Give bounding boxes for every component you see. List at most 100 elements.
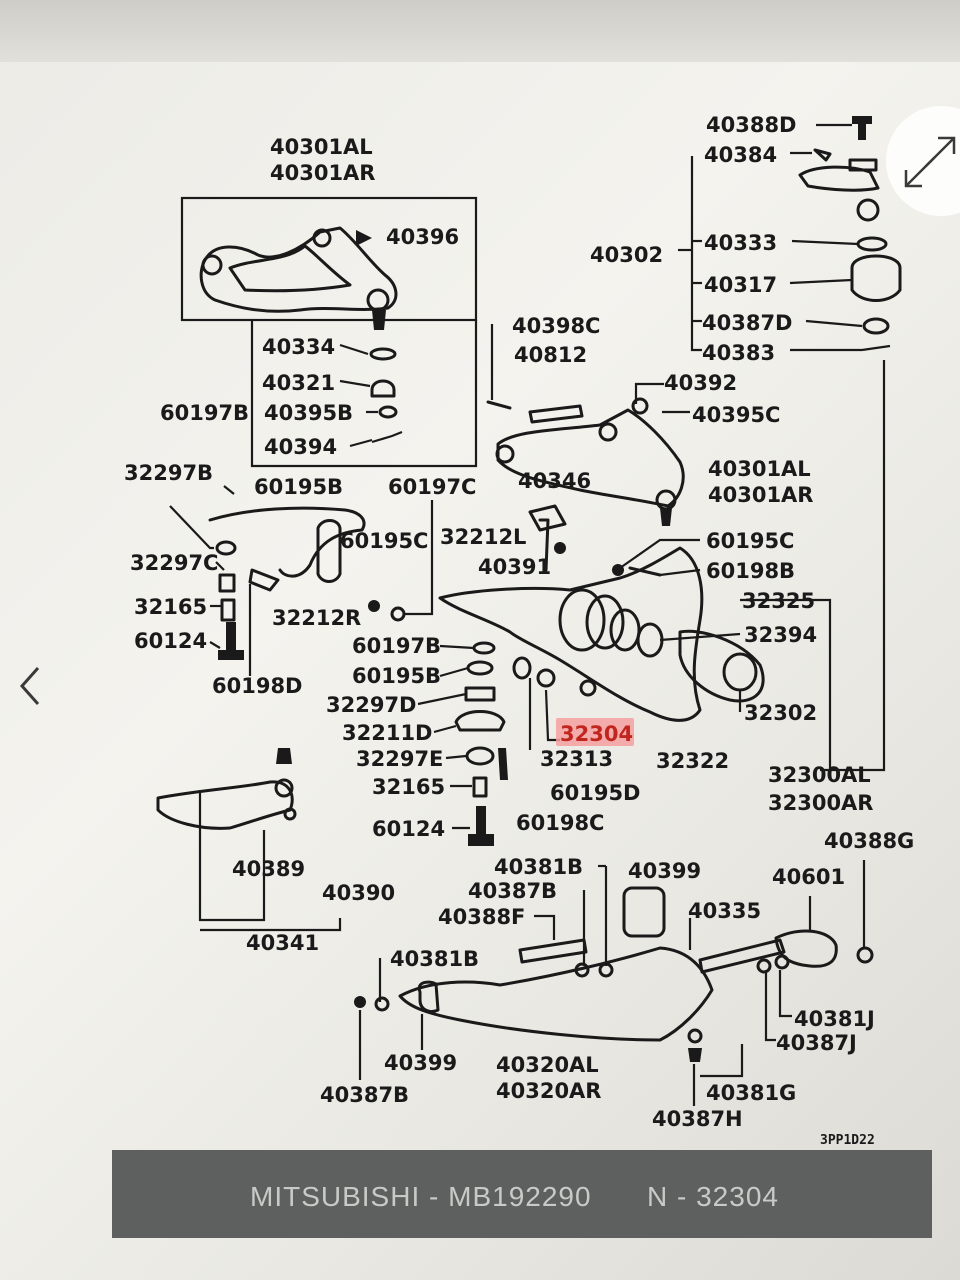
part-label[interactable]: 40381J — [794, 1007, 875, 1031]
part-label[interactable]: 40387D — [702, 311, 793, 335]
lower-control-arm — [398, 946, 714, 1042]
expand-button[interactable] — [886, 106, 960, 216]
bump-stop — [528, 504, 567, 532]
part-label[interactable]: 40601 — [772, 865, 845, 889]
part-label[interactable]: 40388F — [438, 905, 525, 929]
part-label[interactable]: 40387B — [320, 1083, 409, 1107]
part-label[interactable]: 60195D — [550, 781, 641, 805]
part-label[interactable]: 32302 — [744, 701, 817, 725]
part-label[interactable]: 40388D — [706, 113, 797, 137]
part-label[interactable]: 40387B — [468, 879, 557, 903]
washer — [466, 660, 494, 676]
part-label[interactable]: 60197B — [352, 634, 441, 658]
bolt — [628, 566, 662, 577]
part-label[interactable]: 32165 — [372, 775, 445, 799]
tension-rod — [698, 938, 786, 974]
stud — [856, 198, 880, 222]
part-label[interactable]: 40396 — [386, 225, 459, 249]
ball-stud — [372, 310, 386, 330]
part-label[interactable]: 32165 — [134, 595, 207, 619]
knuckle-arm — [438, 546, 704, 722]
part-label[interactable]: 40346 — [518, 469, 591, 493]
figure-code: 3PP1D22 — [820, 1133, 875, 1148]
part-label[interactable]: 40391 — [478, 555, 551, 579]
stabilizer-bracket — [316, 519, 342, 583]
bushing — [201, 254, 223, 276]
part-label[interactable]: 40317 — [704, 273, 777, 297]
part-label[interactable]: 32297E — [356, 747, 443, 771]
part-label[interactable]: 60197B — [160, 401, 249, 425]
part-label[interactable]: 60124 — [134, 629, 207, 653]
washer — [756, 958, 772, 974]
washer — [856, 236, 888, 252]
part-label[interactable]: 40388G — [824, 829, 914, 853]
spacer — [218, 573, 236, 593]
part-label[interactable]: 40383 — [702, 341, 775, 365]
part-label[interactable]: 40392 — [664, 371, 737, 395]
part-label[interactable]: 40395B — [264, 401, 353, 425]
part-label[interactable]: 60195C — [340, 529, 428, 553]
part-label[interactable]: 32313 — [540, 747, 613, 771]
nut — [283, 807, 297, 821]
part-label[interactable]: 40390 — [322, 881, 395, 905]
washer — [390, 606, 406, 622]
part-label[interactable]: 40399 — [628, 859, 701, 883]
part-label[interactable]: 40320AR — [496, 1079, 601, 1103]
part-label[interactable]: 40335 — [688, 899, 761, 923]
part-label[interactable]: 40812 — [514, 343, 587, 367]
part-label[interactable]: 40387J — [776, 1031, 857, 1055]
part-label[interactable]: 40381B — [494, 855, 583, 879]
upper-arm-box-bottom — [250, 320, 478, 468]
part-label[interactable]: 40381B — [390, 947, 479, 971]
leader-lines — [169, 123, 886, 1106]
part-label[interactable]: 32297C — [130, 551, 218, 575]
part-label[interactable]: 40341 — [246, 931, 319, 955]
part-label[interactable]: 60198B — [706, 559, 795, 583]
part-label[interactable]: 32297B — [124, 461, 213, 485]
part-label[interactable]: 40301AL — [708, 457, 811, 481]
part-label-highlighted[interactable]: 32304 — [560, 722, 633, 746]
upper-control-arm-left — [199, 226, 398, 313]
part-label[interactable]: 40334 — [262, 335, 335, 359]
part-label[interactable]: 32322 — [656, 749, 729, 773]
part-label[interactable]: 60195B — [352, 664, 441, 688]
part-label[interactable]: 60198D — [212, 674, 303, 698]
part-label[interactable]: 60198C — [516, 811, 604, 835]
bolt — [518, 938, 588, 964]
part-label[interactable]: 32212L — [440, 525, 526, 549]
part-label[interactable]: 60195C — [706, 529, 794, 553]
part-label[interactable]: 40395C — [692, 403, 780, 427]
stud — [276, 748, 292, 764]
nut — [774, 954, 790, 970]
part-label[interactable]: 32394 — [744, 623, 817, 647]
part-label[interactable]: 32212R — [272, 606, 361, 630]
part-label[interactable]: 32300AL — [768, 763, 871, 787]
part-label[interactable]: 40321 — [262, 371, 335, 395]
part-label[interactable]: 40398C — [512, 314, 600, 338]
back-button[interactable] — [12, 662, 48, 710]
part-label[interactable]: 40302 — [590, 243, 663, 267]
part-label[interactable]: 40333 — [704, 231, 777, 255]
part-label[interactable]: 40399 — [384, 1051, 457, 1075]
camber-shim — [528, 404, 584, 424]
washer — [374, 996, 390, 1012]
part-label[interactable]: 60195B — [254, 475, 343, 499]
part-label[interactable]: 40384 — [704, 143, 777, 167]
part-label[interactable]: 32211D — [342, 721, 433, 745]
part-label[interactable]: 60197C — [388, 475, 476, 499]
spacer — [609, 608, 641, 652]
part-label[interactable]: 40381G — [706, 1081, 796, 1105]
part-label[interactable]: 40301AR — [270, 161, 375, 185]
caption-reference: N - 32304 — [647, 1181, 779, 1212]
part-label[interactable]: 40389 — [232, 857, 305, 881]
part-label[interactable]: 40320AL — [496, 1053, 599, 1077]
part-label[interactable]: 32300AR — [768, 791, 873, 815]
part-label[interactable]: 40301AR — [708, 483, 813, 507]
part-label[interactable]: 32297D — [326, 693, 417, 717]
part-label[interactable]: 40387H — [652, 1107, 743, 1131]
part-label[interactable]: 40394 — [264, 435, 337, 459]
part-label[interactable]: 60124 — [372, 817, 445, 841]
part-label[interactable]: 40301AL — [270, 135, 373, 159]
part-label[interactable]: 32325 — [742, 589, 815, 613]
